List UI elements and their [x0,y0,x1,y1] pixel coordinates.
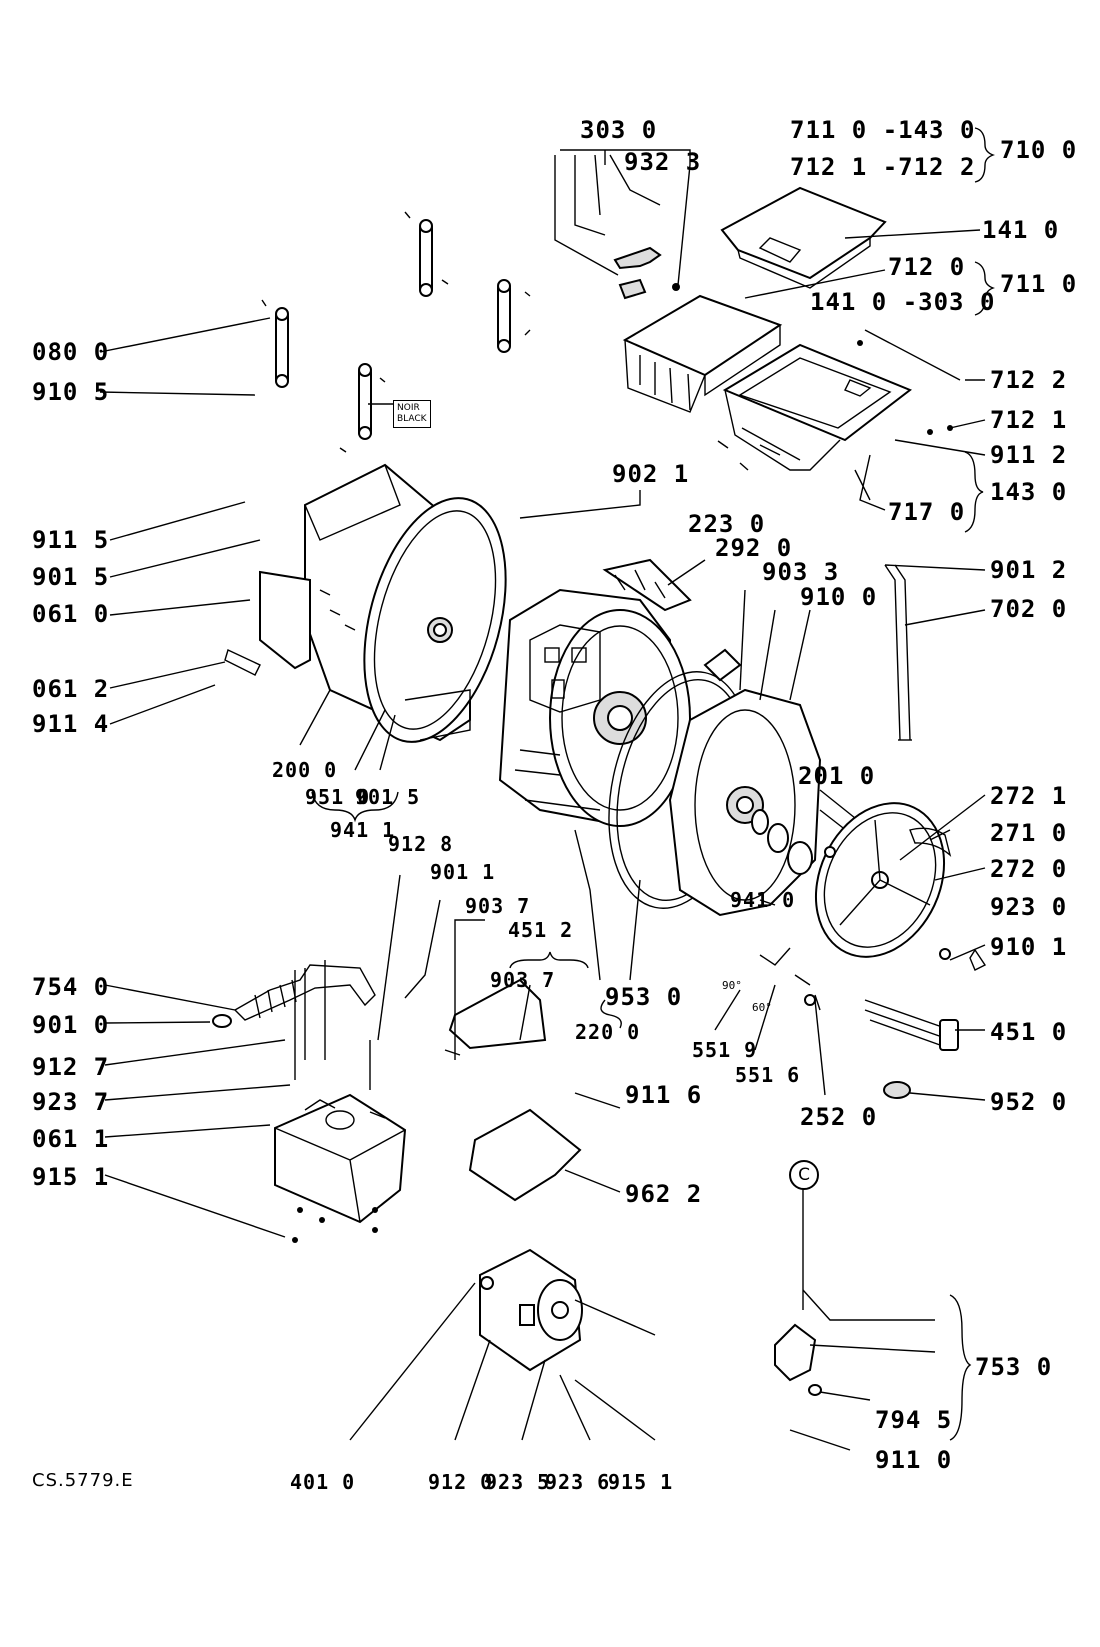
label-141-0: 141 0 [982,216,1060,244]
suspension-springs [261,211,531,453]
label-952-0: 952 0 [990,1088,1068,1116]
label-903-7-top: 903 7 [465,894,531,918]
label-061-0: 061 0 [32,600,110,628]
small-screws-top [717,340,953,471]
angle-60: 60° [752,1001,772,1014]
label-794-5: 794 5 [875,1406,953,1434]
label-141-0-303-0: 141 0 -303 0 [810,288,996,316]
label-941-0: 941 0 [730,888,796,912]
circled-c-mark: C [789,1160,819,1190]
label-223-0: 223 0 [688,510,766,538]
label-272-1: 272 1 [990,782,1068,810]
seal-952 [883,1081,911,1099]
angle-90: 90° [722,979,742,992]
label-932-3: 932 3 [624,148,702,176]
label-451-2: 451 2 [508,918,574,942]
drum-pulley [814,802,946,958]
drum [498,588,691,827]
label-451-0: 451 0 [990,1018,1068,1046]
label-711-0-143-0: 711 0 -143 0 [790,116,976,144]
counterweight [274,960,407,1243]
label-901-1: 901 1 [430,860,496,884]
drain-hose [884,564,912,741]
label-912-7: 912 7 [32,1053,110,1081]
label-551-9: 551 9 [692,1038,758,1062]
label-923-6: 923 6 [545,1470,611,1494]
dispenser-housing [722,343,912,471]
heater-element [864,999,959,1051]
label-712-1: 712 1 [990,406,1068,434]
braces [311,127,995,1441]
label-903-7-bottom: 903 7 [490,968,556,992]
label-923-7: 923 7 [32,1088,110,1116]
label-753-0: 753 0 [975,1353,1053,1381]
motor-guard [468,1108,582,1202]
inlet-hose [212,964,376,1028]
label-702-0: 702 0 [990,595,1068,623]
label-901-5-left: 901 5 [32,563,110,591]
label-923-5: 923 5 [485,1470,551,1494]
note-line-2: BLACK [397,414,427,424]
noir-black-tag: NOIR BLACK [393,400,431,428]
label-902-1: 902 1 [612,460,690,488]
note-line-1: NOIR [397,403,420,413]
label-951-0: 951 0 [305,785,371,809]
label-911-4: 911 4 [32,710,110,738]
label-220-0: 220 0 [575,1020,641,1044]
label-911-5: 911 5 [32,526,110,554]
label-717-0: 717 0 [888,498,966,526]
label-923-0: 923 0 [990,893,1068,921]
drive-belt [909,827,952,857]
dispenser-lid [720,186,887,289]
label-061-1: 061 1 [32,1125,110,1153]
thermostat-parts [759,947,821,1011]
label-080-0: 080 0 [32,338,110,366]
label-915-1-bottom: 915 1 [608,1470,674,1494]
motor [479,1248,656,1372]
washer-923 [939,948,951,960]
label-712-0: 712 0 [888,253,966,281]
rear-tub [224,463,507,743]
label-401-0: 401 0 [290,1470,356,1494]
label-711-0: 711 0 [1000,270,1078,298]
label-903-3: 903 3 [762,558,840,586]
label-911-0: 911 0 [875,1446,953,1474]
label-712-2: 712 2 [990,366,1068,394]
label-901-2: 901 2 [990,556,1068,584]
label-911-2: 911 2 [990,441,1068,469]
label-143-0: 143 0 [990,478,1068,506]
label-910-1: 910 1 [990,933,1068,961]
label-303-0: 303 0 [580,116,658,144]
label-551-6: 551 6 [735,1063,801,1087]
label-292-0: 292 0 [715,534,793,562]
label-272-0: 272 0 [990,855,1068,883]
front-tub [668,688,871,917]
label-901-5-bottom: 901 5 [355,785,421,809]
dispenser-drawer [622,294,783,413]
label-271-0: 271 0 [990,819,1068,847]
label-754-0: 754 0 [32,973,110,1001]
label-911-6: 911 6 [625,1081,703,1109]
label-201-0: 201 0 [798,762,876,790]
label-712-1-712-2: 712 1 -712 2 [790,153,976,181]
sheet-code: CS.5779.E [32,1470,134,1491]
label-915-1-left: 915 1 [32,1163,110,1191]
label-910-5: 910 5 [32,378,110,406]
label-941-1: 941 1 [330,818,396,842]
label-252-0: 252 0 [800,1103,878,1131]
label-200-0: 200 0 [272,758,338,782]
label-061-2: 061 2 [32,675,110,703]
label-910-0: 910 0 [800,583,878,611]
label-912-8: 912 8 [388,832,454,856]
siphon-parts [554,154,680,300]
label-912-0: 912 0 [428,1470,494,1494]
label-710-0: 710 0 [1000,136,1078,164]
pressure-switch [774,1188,822,1396]
leader-lines [99,149,986,1451]
label-901-0: 901 0 [32,1011,110,1039]
part-223 [602,558,692,612]
label-953-0: 953 0 [605,983,683,1011]
label-962-2: 962 2 [625,1180,703,1208]
